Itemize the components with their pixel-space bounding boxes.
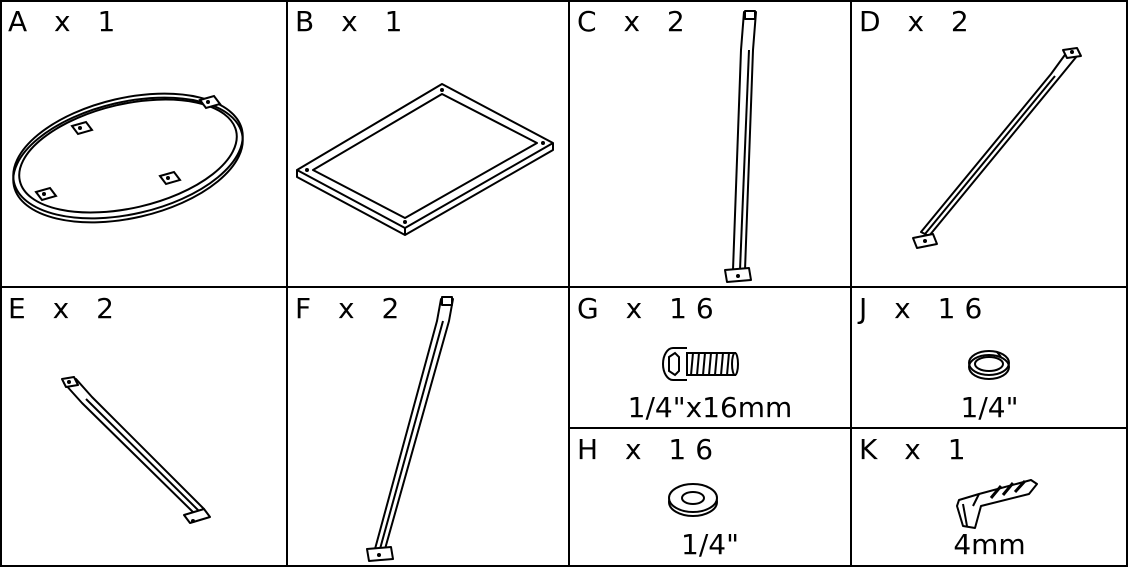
split-lock-washer-icon	[968, 350, 1010, 380]
round-ring-frame-icon	[12, 92, 244, 224]
diagonal-strut-e-icon	[61, 376, 211, 524]
part-h-label: H x 16	[577, 433, 723, 466]
part-b-label: B x 1	[295, 5, 412, 38]
cell-part-g: G x 16 1/4"x16mm	[569, 287, 851, 428]
part-g-label: G x 16	[577, 292, 723, 325]
part-h-size: 1/4"	[681, 528, 739, 561]
cell-part-d: D x 2	[851, 0, 1128, 287]
bolt-icon	[662, 347, 739, 381]
long-diagonal-leg-icon	[366, 296, 454, 562]
cell-part-e: E x 2	[0, 287, 287, 567]
part-k-size: 4mm	[953, 528, 1026, 561]
cell-part-c: C x 2	[569, 0, 851, 287]
part-j-label: J x 16	[859, 292, 992, 325]
cell-part-f: F x 2	[287, 287, 569, 567]
rectangular-frame-icon	[296, 83, 554, 236]
diagonal-strut-d-icon	[912, 47, 1082, 249]
cell-part-h: H x 16 1/4"	[569, 428, 851, 567]
flat-washer-icon	[668, 483, 718, 517]
part-j-size: 1/4"	[960, 391, 1019, 424]
part-k-label: K x 1	[859, 433, 975, 466]
allen-key-icon	[956, 479, 1038, 529]
part-a-label: A x 1	[8, 5, 125, 38]
vertical-leg-icon	[724, 10, 757, 283]
cell-part-j: J x 16 1/4"	[851, 287, 1128, 428]
cell-part-a: A x 1	[0, 0, 287, 287]
cell-part-k: K x 1 4mm	[851, 428, 1128, 567]
part-e-label: E x 2	[8, 292, 123, 325]
part-g-size: 1/4"x16mm	[627, 391, 793, 424]
part-d-label: D x 2	[859, 5, 978, 38]
part-f-label: F x 2	[295, 292, 409, 325]
cell-part-b: B x 1	[287, 0, 569, 287]
part-c-label: C x 2	[577, 5, 694, 38]
